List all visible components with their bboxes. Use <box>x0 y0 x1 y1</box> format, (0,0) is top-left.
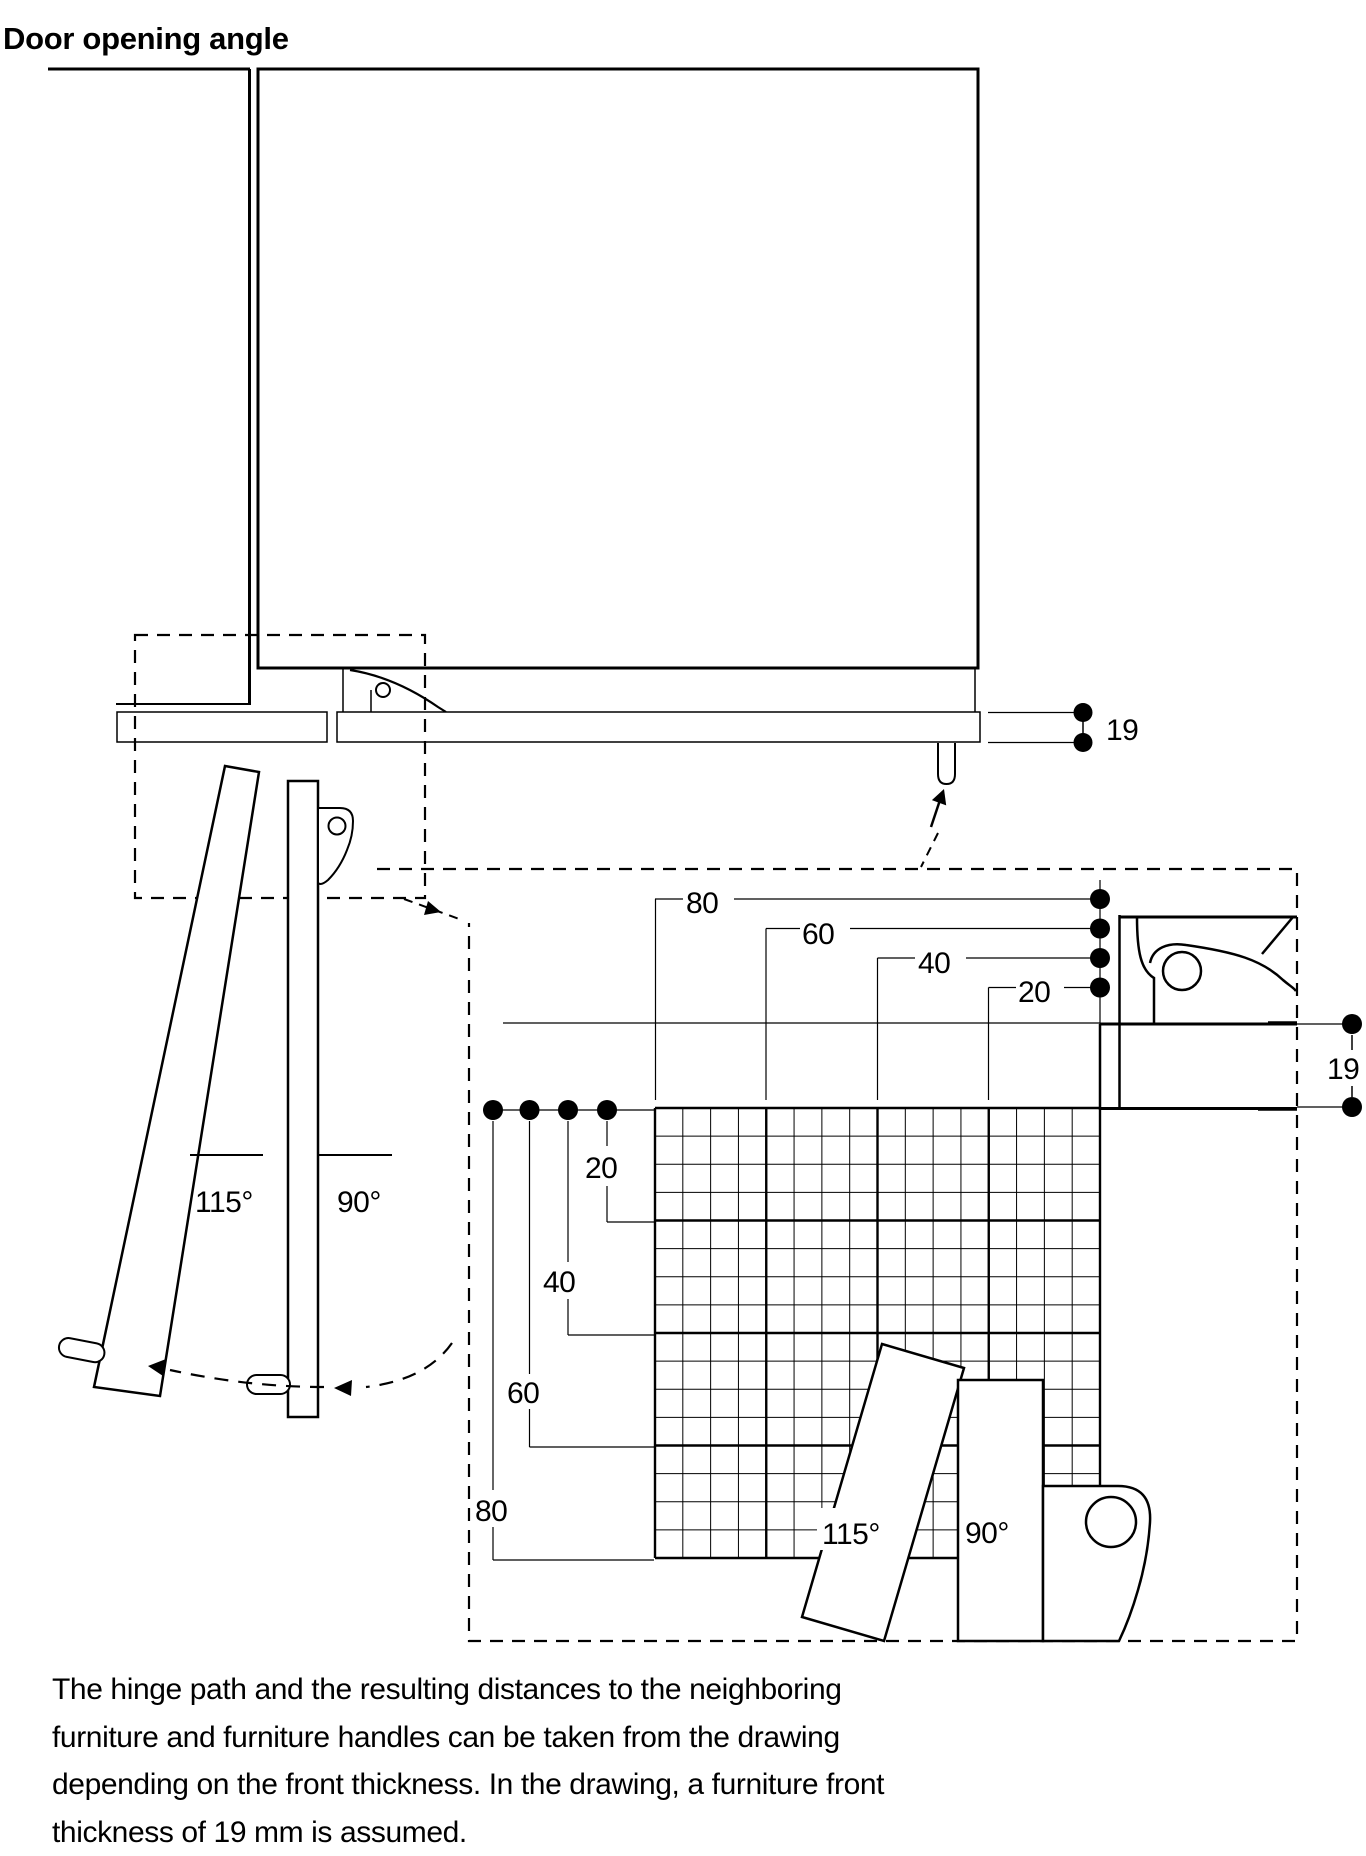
detail-callout-box <box>135 635 425 898</box>
dimension-19-detail: 19 <box>1258 1014 1362 1117</box>
label-top-40: 40 <box>918 947 950 980</box>
dimension-left-20: 20 <box>585 1121 654 1222</box>
appliance-hinge <box>343 668 975 712</box>
label-angle-115-detail: 115° <box>822 1518 880 1551</box>
caption-line: furniture and furniture handles can be t… <box>52 1714 952 1762</box>
label-top-60: 60 <box>802 918 834 951</box>
label-left-60: 60 <box>507 1377 539 1410</box>
caption-line: depending on the front thickness. In the… <box>52 1761 952 1809</box>
appliance-front-bar <box>337 712 980 742</box>
door-hinge <box>318 808 353 884</box>
label-angle-115-detail-group: 115° <box>817 1508 909 1551</box>
label-angle-90-main: 90° <box>337 1186 381 1219</box>
detail-view: 80 60 40 20 <box>377 869 1362 1641</box>
label-left-20: 20 <box>585 1152 617 1185</box>
detail-section-lines <box>503 880 1297 1110</box>
dimension-19-main: 19 <box>988 703 1138 752</box>
detail-leader <box>404 899 462 920</box>
label-angle-115-main: 115° <box>195 1186 253 1219</box>
neighbor-front-bar <box>117 712 327 742</box>
label-angle-90-detail: 90° <box>965 1517 1009 1550</box>
detail-hinge <box>1137 917 1296 1023</box>
technical-drawing: 19 115° 90° <box>0 0 1366 1680</box>
front-handle <box>938 743 955 784</box>
door-open-90 <box>288 781 318 1417</box>
handle-position-dots <box>483 1100 654 1120</box>
label-left-40: 40 <box>543 1266 575 1299</box>
caption-line: The hinge path and the resulting distanc… <box>52 1666 952 1714</box>
dimension-19-detail-label: 19 <box>1327 1053 1359 1086</box>
detail-door-hinge <box>1043 1486 1150 1641</box>
door-115-handle <box>57 1336 106 1363</box>
dimension-19-main-label: 19 <box>1106 714 1138 747</box>
dimension-top-20: 20 <box>989 976 1111 1100</box>
handle-pointer-arrow-icon <box>921 789 946 867</box>
label-top-20: 20 <box>1018 976 1050 1009</box>
door-open-115 <box>94 766 259 1396</box>
caption-text: The hinge path and the resulting distanc… <box>52 1666 952 1856</box>
detail-door-open-90 <box>958 1380 1043 1641</box>
main-view: 19 115° 90° <box>48 69 1138 1417</box>
appliance-outline <box>258 69 978 668</box>
label-left-80: 80 <box>475 1495 507 1528</box>
label-top-80: 80 <box>686 887 718 920</box>
dimension-left-60: 60 <box>507 1121 654 1447</box>
caption-line: thickness of 19 mm is assumed. <box>52 1809 952 1856</box>
neighbor-furniture-outline <box>48 69 250 705</box>
detail-door-open-115 <box>802 1344 964 1641</box>
dimension-top-60: 60 <box>766 918 1110 1100</box>
dimension-left-80: 80 <box>475 1121 654 1560</box>
